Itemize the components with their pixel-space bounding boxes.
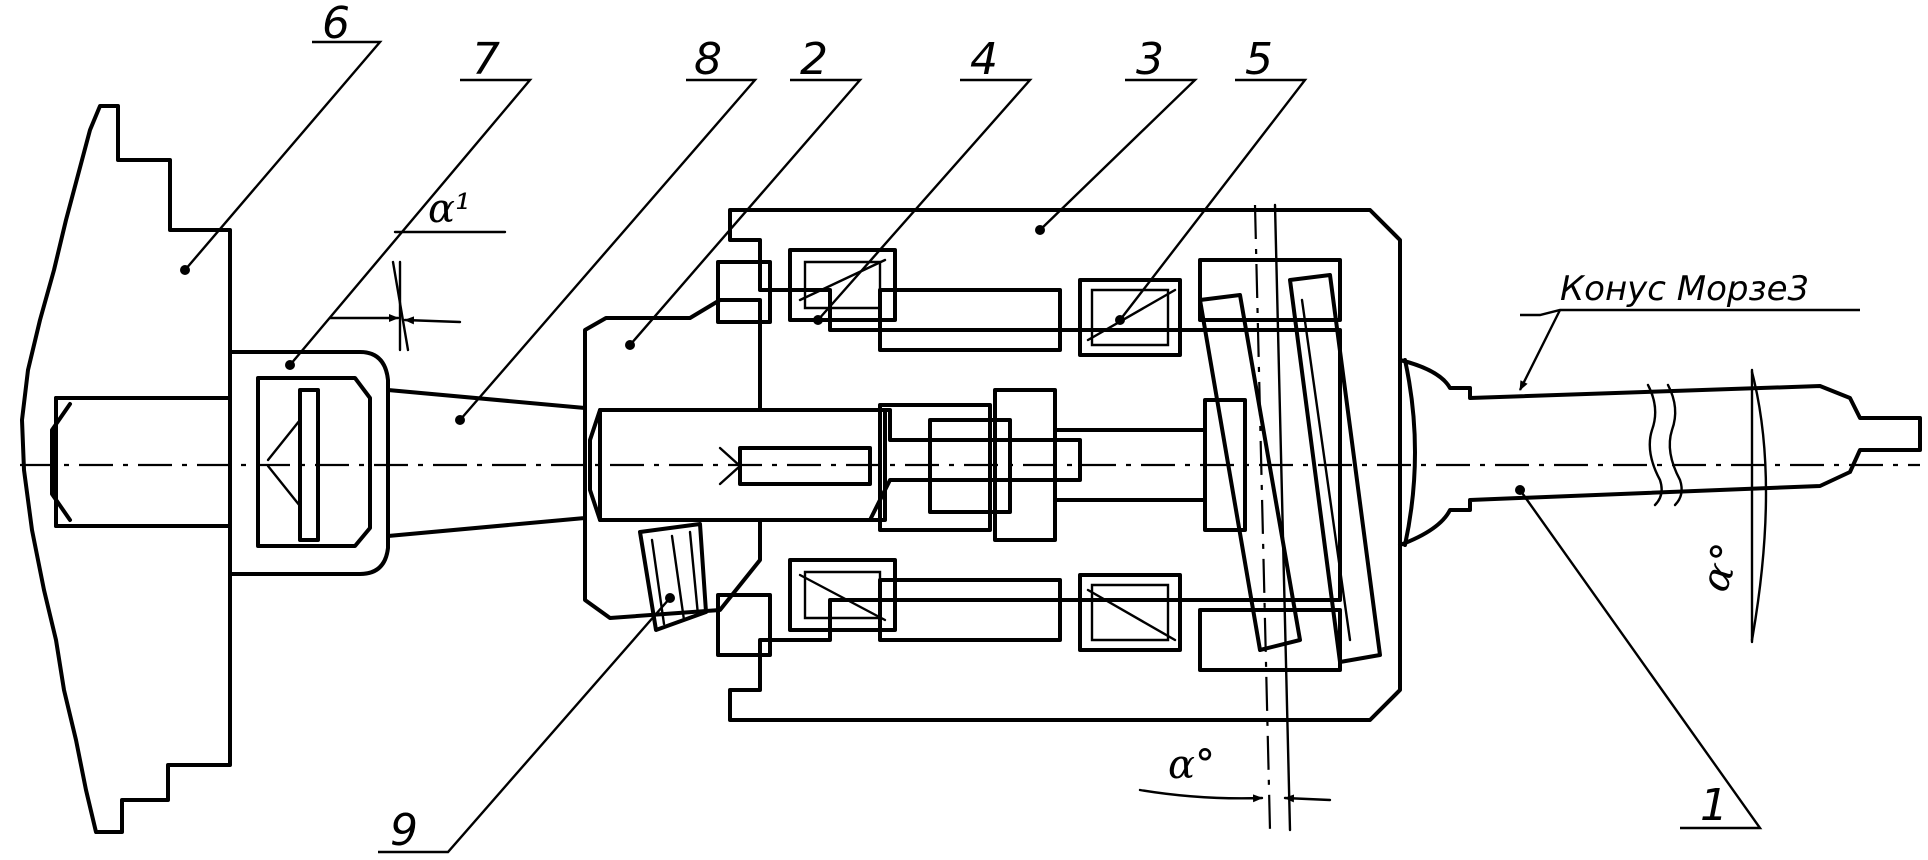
angle-dim-alpha-bottom: [1138, 788, 1332, 803]
bearing-5-upper: [1078, 278, 1182, 357]
callout-1: 1: [1700, 780, 1728, 831]
part-9-pin: [638, 522, 708, 632]
callout-9: 9: [390, 805, 418, 856]
angle-dim-alpha1: [328, 230, 507, 352]
angle-label-alpha-bottom: α°: [1168, 742, 1215, 788]
tilted-axis-ref: [1273, 203, 1292, 832]
callout-7: 7: [472, 34, 500, 85]
angle-dim-alpha-right: [1750, 368, 1768, 644]
callout-4: 4: [970, 34, 998, 85]
callout-2: 2: [800, 34, 828, 85]
part-1-morse-arbor: [1398, 358, 1922, 547]
morse-taper-note: Конус Морзе3: [1560, 269, 1809, 309]
part-6-spindle-body: [20, 104, 232, 834]
angle-label-alpha1: α¹: [428, 186, 471, 232]
callout-8: 8: [694, 34, 722, 85]
callout-3: 3: [1136, 34, 1164, 85]
part-8-taper-shank: [386, 388, 587, 538]
angle-label-alpha-right: α°: [1692, 538, 1751, 598]
bearing-lower-left: [716, 558, 897, 657]
callout-6: 6: [322, 0, 350, 49]
bearing-lower-right: [1078, 573, 1182, 652]
callout-5: 5: [1245, 34, 1273, 85]
bearing-4-upper: [716, 248, 897, 324]
part-2-head-body: [583, 298, 1082, 620]
tilted-axis: [1253, 204, 1272, 831]
part-7-collet-nut: [228, 350, 390, 576]
leader-lines: [180, 40, 1860, 854]
tilted-flange: [1198, 273, 1382, 664]
